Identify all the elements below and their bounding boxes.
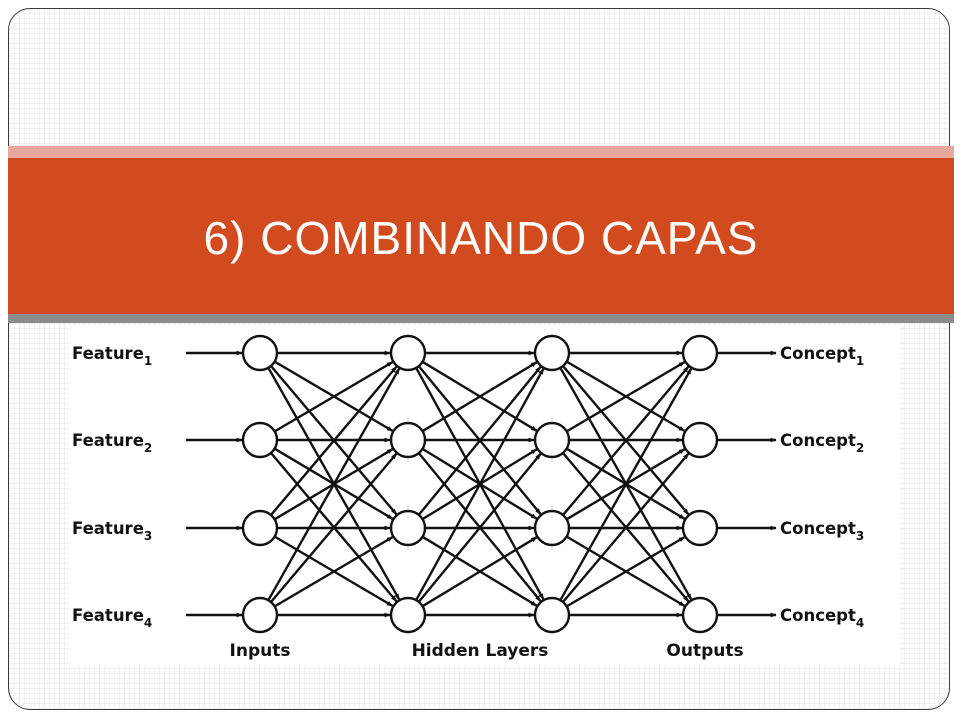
connection-arrow — [566, 536, 686, 608]
connection-arrow — [562, 452, 690, 603]
connection-arrow — [421, 536, 538, 608]
connection-arrow — [421, 361, 538, 433]
neuron-node — [389, 596, 427, 634]
feature-label: Feature4 — [72, 606, 152, 630]
feature-label: Feature2 — [72, 431, 152, 455]
neuron-node — [533, 334, 571, 372]
connection-arrow — [559, 368, 693, 601]
neuron-node — [681, 334, 719, 372]
caption-inputs: Inputs — [230, 641, 291, 661]
neuron-node — [681, 509, 719, 547]
neuron-node — [681, 596, 719, 634]
neuron-node — [533, 509, 571, 547]
concept-label: Concept1 — [780, 344, 864, 368]
connection-arrow — [274, 361, 394, 433]
neuron-node — [389, 334, 427, 372]
connection-arrow — [415, 368, 545, 601]
connection-arrow — [562, 365, 690, 516]
neuron-node — [533, 421, 571, 459]
concept-label: Concept2 — [780, 431, 864, 455]
neuron-node — [681, 421, 719, 459]
connection-arrow — [270, 452, 398, 603]
connection-arrow — [267, 368, 401, 601]
title-band-accent — [8, 146, 954, 158]
caption-outputs: Outputs — [666, 641, 743, 661]
title-band — [8, 158, 954, 314]
connection-arrow — [566, 361, 686, 433]
feature-label: Feature3 — [72, 519, 152, 543]
connection-arrow — [270, 365, 398, 516]
concept-label: Concept3 — [780, 519, 864, 543]
slide-title: 6) COMBINANDO CAPAS — [203, 212, 759, 264]
neuron-node — [389, 421, 427, 459]
neuron-node — [241, 509, 279, 547]
connection-arrow — [417, 366, 542, 516]
neuron-node — [241, 421, 279, 459]
neuron-node — [389, 509, 427, 547]
connection-arrow — [274, 536, 394, 608]
connection-arrow — [417, 453, 542, 603]
feature-label: Feature1 — [72, 344, 152, 368]
neuron-node — [241, 334, 279, 372]
neuron-node — [241, 596, 279, 634]
concept-label: Concept4 — [780, 606, 864, 630]
neuron-node — [533, 596, 571, 634]
title-band-divider — [8, 314, 954, 323]
caption-hidden-layers: Hidden Layers — [412, 641, 549, 661]
